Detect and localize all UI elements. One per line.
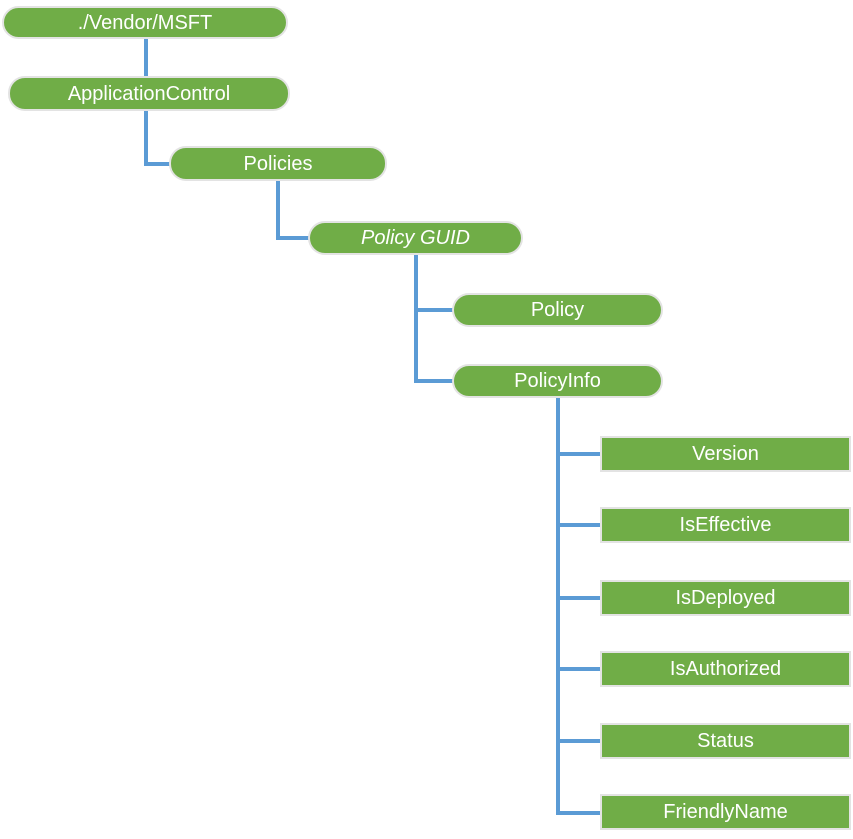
node-isdeployed: IsDeployed [600,580,851,616]
node-policy-guid: Policy GUID [308,221,523,255]
node-status: Status [600,723,851,759]
node-iseffective: IsEffective [600,507,851,543]
connector-line [144,111,148,166]
connector-line [144,39,148,77]
connector-line [414,379,453,383]
connector-line [276,236,309,240]
connector-line [556,811,601,815]
node-policies: Policies [169,146,387,181]
node-policyinfo: PolicyInfo [452,364,663,398]
connector-line [556,398,560,815]
node-isauthorized: IsAuthorized [600,651,851,687]
node-vendor-msft: ./Vendor/MSFT [2,6,288,39]
connector-line [414,308,453,312]
connector-line [556,596,601,600]
connector-line [556,452,601,456]
node-application-control: ApplicationControl [8,76,290,111]
connector-line [144,162,170,166]
connector-line [414,255,418,383]
connector-line [556,739,601,743]
connector-line [556,667,601,671]
connector-line [556,523,601,527]
node-version: Version [600,436,851,472]
connector-line [276,181,280,240]
node-friendlyname: FriendlyName [600,794,851,830]
node-policy: Policy [452,293,663,327]
